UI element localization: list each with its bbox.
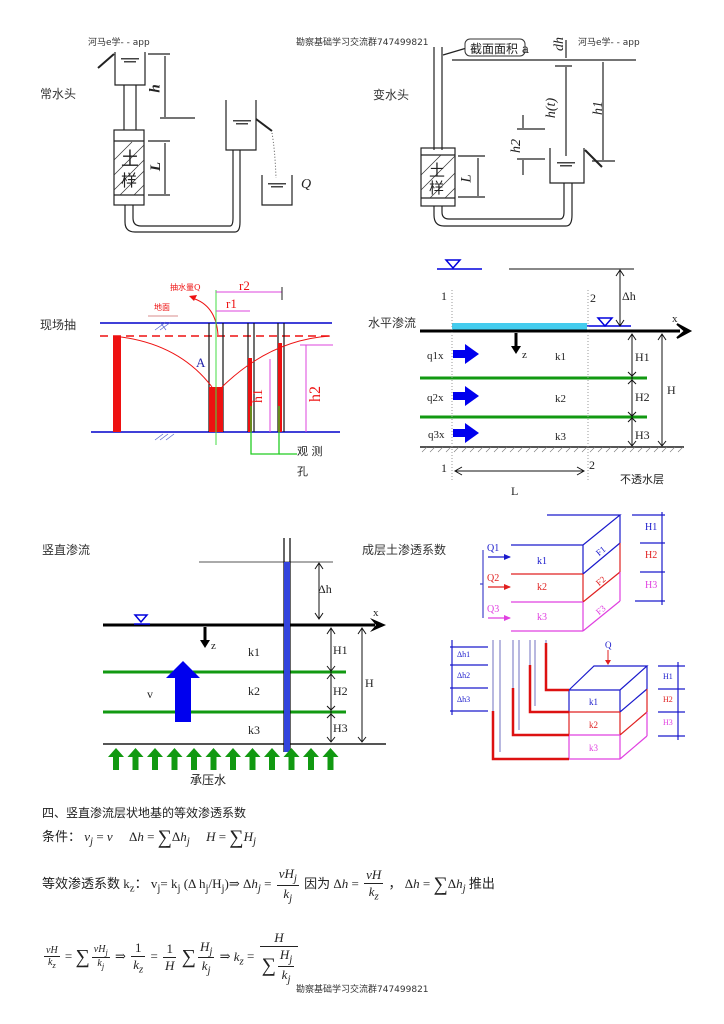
constant-head-title: 常水头: [40, 87, 77, 101]
horizontal-q3x: q3x: [428, 429, 445, 441]
layered-Q-top: Q: [605, 640, 612, 650]
horizontal-x: x: [672, 313, 678, 325]
constant-head-soil-2: 样: [121, 171, 138, 190]
layered-Q1: Q1: [487, 543, 500, 554]
layered-lower-k1: k1: [589, 697, 598, 707]
artesian-arrow-icon: [147, 748, 163, 770]
artesian-arrow-icon: [205, 748, 222, 770]
watermark-top-center: 勘察基础学习交流群747499821: [296, 38, 429, 48]
falling-head-callout: 截面面积 a: [470, 42, 529, 56]
artesian-arrow-icon: [303, 748, 319, 770]
layered-Q3: Q3: [487, 604, 500, 615]
condition-label: 条件：: [42, 829, 82, 844]
layered-H3: H3: [645, 580, 658, 591]
layered-H2: H2: [645, 550, 658, 561]
condition-line: 条件： vj = v Δh = ∑Δhj H = ∑Hj: [42, 826, 256, 849]
artesian-arrow-icon: [322, 748, 339, 770]
layered-lower-k3: k3: [589, 743, 598, 753]
watermark-top-left: 河马e学- - app: [88, 38, 150, 48]
field-pumping-r2: r2: [239, 278, 250, 293]
horizontal-section-2-top: 2: [590, 291, 596, 305]
horizontal-section-1-bottom: 1: [441, 461, 447, 475]
layered-dh2: Δh2: [457, 671, 471, 680]
falling-head-title: 变水头: [373, 88, 410, 102]
layered-k2: k2: [537, 582, 547, 593]
vertical-artesian-label: 承压水: [190, 773, 227, 787]
vertical-H2: H2: [333, 684, 348, 698]
vertical-z: z: [211, 640, 216, 652]
horizontal-k1: k1: [555, 351, 566, 363]
vertical-H3: H3: [333, 721, 348, 735]
layered-dh3: Δh3: [457, 695, 471, 704]
layered-lower-k2: k2: [589, 720, 598, 730]
horizontal-L: L: [511, 484, 519, 498]
constant-head-soil-1: 土: [121, 149, 139, 170]
horizontal-dh: Δh: [622, 289, 636, 303]
layered-Q2: Q2: [487, 573, 500, 584]
horizontal-seepage-title: 水平渗流: [368, 316, 417, 330]
field-pumping-r1: r1: [226, 296, 237, 311]
layered-H1: H1: [645, 522, 658, 533]
field-pumping-pump-label: 抽水量Q: [170, 283, 201, 292]
horizontal-k2: k2: [555, 393, 566, 405]
artesian-arrow-icon: [283, 748, 300, 770]
artesian-arrow-icon: [108, 748, 124, 770]
horizontal-section-2-bottom: 2: [589, 458, 595, 472]
artesian-arrow-icon: [127, 748, 144, 770]
falling-head-soil-1: 土: [429, 161, 446, 180]
horizontal-k3: k3: [555, 431, 566, 443]
layered-k3: k3: [537, 612, 547, 623]
field-pumping-A: A: [196, 355, 206, 370]
watermark-top-right: 河马e学- - app: [578, 38, 640, 48]
horizontal-H1: H1: [635, 350, 650, 364]
field-pumping-observe-2: 孔: [297, 465, 308, 478]
artesian-arrow-icon: [225, 748, 241, 770]
vertical-seepage-title: 竖直渗流: [42, 543, 91, 557]
field-pumping-ground-label: 地面: [154, 303, 170, 312]
layered-dh1: Δh1: [457, 650, 471, 659]
artesian-arrow-icon: [244, 748, 261, 770]
vertical-H1: H1: [333, 643, 348, 657]
horizontal-q1x: q1x: [427, 350, 444, 362]
field-pumping-observe-1: 观 测: [297, 445, 323, 458]
falling-head-soil-2: 样: [429, 179, 445, 197]
artesian-arrow-icon: [166, 748, 183, 770]
horizontal-impermeable: 不透水层: [620, 473, 664, 486]
vertical-k1: k1: [248, 645, 260, 659]
layered-soil-title: 成层土渗透系数: [362, 543, 447, 557]
layered-lower-H1: H1: [663, 672, 673, 681]
vertical-k3: k3: [248, 723, 260, 737]
horizontal-H: H: [667, 383, 676, 397]
constant-head-Q: Q: [301, 177, 312, 192]
vertical-k2: k2: [248, 684, 260, 698]
horizontal-z: z: [522, 349, 527, 361]
layered-lower-H3: H3: [663, 718, 673, 727]
vertical-H: H: [365, 676, 374, 690]
horizontal-q2x: q2x: [427, 392, 444, 404]
layered-k1: k1: [537, 556, 547, 567]
horizontal-section-1-top: 1: [441, 289, 447, 303]
section-heading: 四、竖直渗流层状地基的等效渗透系数: [42, 806, 247, 820]
vertical-v: v: [147, 687, 153, 701]
horizontal-H2: H2: [635, 390, 650, 404]
layered-lower-H2: H2: [663, 695, 673, 704]
vertical-dh: Δh: [318, 582, 332, 596]
vertical-x: x: [373, 607, 379, 619]
watermark-bottom-center: 勘察基础学习交流群747499821: [296, 985, 429, 995]
artesian-arrow-icon: [186, 748, 202, 770]
horizontal-H3: H3: [635, 428, 650, 442]
artesian-arrow-icon: [264, 748, 280, 770]
field-pumping-title: 现场抽: [40, 318, 77, 332]
